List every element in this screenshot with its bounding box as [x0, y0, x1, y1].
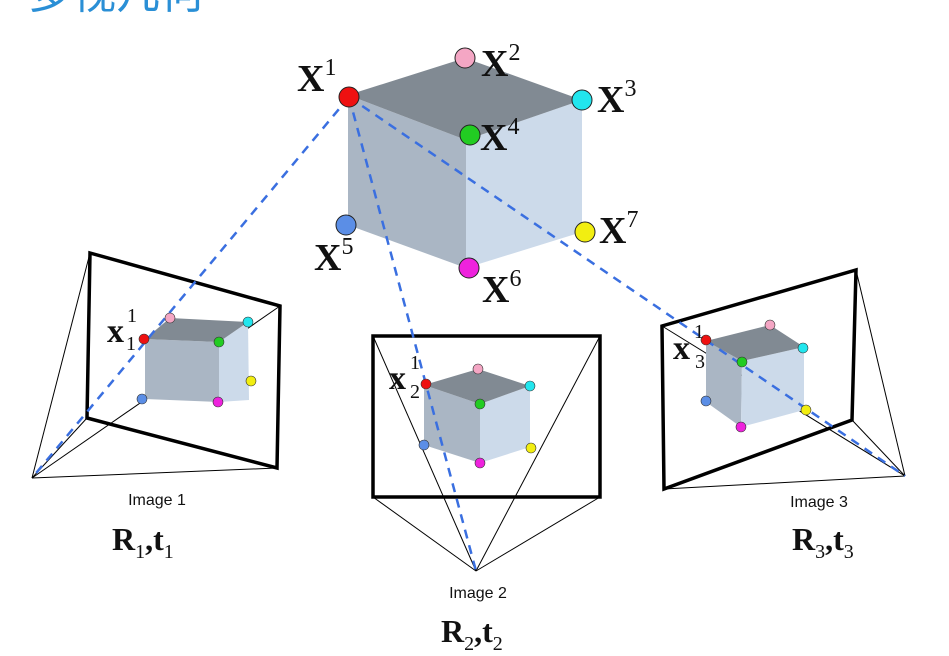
image-plane-2 [371, 334, 602, 499]
projection-label-2: x 1 2 [389, 352, 420, 403]
world-point-label-x3: X3 [597, 76, 636, 121]
svg-text:x: x [107, 313, 124, 350]
projection-rays [31, 95, 906, 572]
page-title: 多视几何 [28, 0, 204, 19]
camera-pose-label-3: R3,t3 [792, 521, 854, 563]
ray-camera-3 [348, 95, 906, 478]
svg-text:x: x [673, 330, 690, 367]
world-point-label-x6: X6 [482, 266, 521, 311]
camera-3 [660, 267, 906, 492]
image-plane-3 [660, 267, 858, 492]
image-2-label: Image 2 [449, 585, 507, 602]
camera-1 [31, 250, 282, 479]
svg-text:1: 1 [694, 321, 704, 343]
cube-right-face [466, 100, 582, 268]
cube-top-face [348, 58, 582, 140]
world-point-markers [335, 47, 596, 279]
image-1-label: Image 1 [128, 492, 186, 509]
world-point-x6-marker [458, 257, 480, 279]
world-cube [348, 58, 582, 268]
world-point-x2-marker [454, 47, 476, 69]
world-point-label-x1: X1 [297, 55, 336, 100]
world-point-x4-marker [459, 124, 481, 146]
cube-left-face [348, 95, 466, 268]
svg-text:3: 3 [695, 351, 705, 373]
svg-text:1: 1 [126, 333, 136, 355]
world-point-x1-marker [338, 86, 360, 108]
world-point-x7-marker [574, 221, 596, 243]
svg-text:1: 1 [127, 305, 137, 327]
svg-text:2: 2 [410, 381, 420, 403]
projection-label-1: x 1 1 [107, 305, 137, 355]
world-point-label-x4: X4 [480, 114, 519, 159]
world-point-x5-marker [335, 214, 357, 236]
world-point-label-x5: X5 [314, 234, 353, 279]
ray-camera-2 [347, 96, 478, 572]
world-point-x3-marker [571, 89, 593, 111]
svg-text:x: x [389, 360, 406, 397]
camera-2 [371, 334, 602, 572]
world-point-label-x7: X7 [599, 207, 638, 252]
projected-markers-3 [700, 319, 812, 433]
camera-pose-label-2: R2,t2 [441, 613, 503, 655]
image-plane-1 [85, 250, 282, 471]
projected-markers-1 [136, 312, 257, 408]
projection-label-3: x 1 3 [673, 321, 705, 373]
ray-camera-1 [31, 96, 350, 479]
image-3-label: Image 3 [790, 494, 848, 511]
camera-pose-label-1: R1,t1 [112, 521, 174, 563]
world-point-label-x2: X2 [481, 40, 520, 85]
svg-text:1: 1 [410, 352, 420, 374]
projected-markers-2 [418, 363, 537, 469]
